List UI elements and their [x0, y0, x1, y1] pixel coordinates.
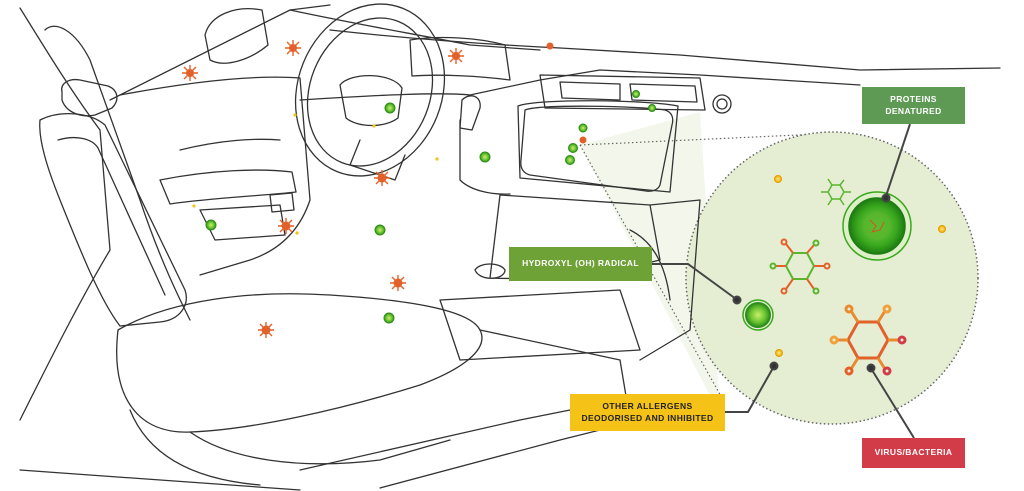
console-cupholder — [474, 263, 506, 279]
allergens-label: OTHER ALLERGENS DEODORISED AND INHIBITED — [570, 394, 725, 431]
seat-base — [129, 399, 621, 486]
leader-lines — [652, 123, 915, 439]
rear-seat — [19, 7, 111, 421]
infotainment-screen — [520, 105, 674, 192]
hydroxyl-radical-icon — [745, 302, 771, 328]
allergen-icon — [938, 225, 946, 233]
denatured-protein-strand — [869, 219, 885, 233]
seat-backrest-inner — [57, 137, 166, 296]
console-armrest — [439, 289, 641, 361]
dashboard-mid — [299, 69, 861, 101]
small-virus-icon — [821, 178, 851, 206]
hydroxyl-leader — [652, 263, 737, 300]
proteins-denatured-label: PROTEINS DENATURED — [862, 87, 965, 124]
vent-right — [629, 83, 698, 103]
floor-line — [19, 419, 641, 491]
proteins-leader — [885, 123, 911, 197]
vent-left — [559, 81, 621, 101]
dashboard-lower — [459, 119, 511, 195]
door-handle — [179, 138, 281, 151]
windshield-edge — [289, 9, 541, 51]
side-mirror — [204, 8, 269, 64]
steering-wheel-inner — [306, 17, 434, 167]
screen-bezel — [517, 100, 679, 193]
allergen-icon — [774, 175, 782, 183]
proteins-label-line2: DENATURED — [885, 105, 942, 116]
bacteria-particle — [186, 42, 587, 335]
hybrid-virus-icon — [769, 238, 831, 295]
dashboard-top — [329, 29, 1001, 71]
steering-column — [349, 139, 406, 181]
door-panel — [119, 76, 311, 276]
virus-label-text: VIRUS/BACTERIA — [874, 447, 953, 458]
instrument-cluster — [409, 36, 511, 81]
magnifier-circle — [685, 131, 979, 425]
hydroxyl-label-text: HYDROXYL (OH) RADICAL — [522, 258, 639, 269]
seat-cushion-side — [189, 431, 451, 465]
virus-bacteria-label: VIRUS/BACTERIA — [862, 438, 965, 468]
seat-backrest — [39, 113, 187, 327]
virus-leader — [871, 369, 915, 439]
bacteria-spikes — [182, 40, 464, 338]
virus-leader-dot — [866, 363, 876, 373]
door-switch — [269, 192, 295, 213]
allergen-dot — [192, 113, 439, 235]
bacteria-icon — [829, 304, 907, 376]
hydroxyl-leader-dot — [732, 295, 742, 305]
magnifier — [579, 112, 979, 425]
allergens-label-line2: DEODORISED AND INHIBITED — [581, 412, 714, 423]
radical-particle — [205, 90, 656, 324]
cabin-particles — [182, 40, 656, 338]
console-side — [639, 199, 701, 361]
steering-wheel-rim — [294, 3, 446, 177]
seat-back-outline — [44, 25, 191, 321]
car-line-art — [19, 3, 1001, 491]
gear-lever — [459, 95, 481, 131]
vent-knob-inner — [716, 98, 728, 110]
hydroxyl-radical-label: HYDROXYL (OH) RADICAL — [509, 247, 652, 281]
proteins-label-line1: PROTEINS — [890, 94, 937, 105]
seat-cushion — [116, 293, 483, 433]
hydroxyl-radical-ring — [742, 299, 774, 331]
vent-knob — [712, 94, 732, 114]
allergen-icon — [775, 349, 783, 357]
proteins-leader-dot — [881, 193, 891, 203]
allergens-label-line1: OTHER ALLERGENS — [602, 401, 693, 412]
allergens-leader-dot — [769, 361, 779, 371]
beam-line-upper — [579, 133, 821, 146]
steering-hub — [339, 74, 403, 127]
magnified-contents — [742, 175, 946, 376]
console-rail — [629, 229, 671, 301]
door-armrest — [159, 169, 297, 205]
air-vents — [539, 74, 706, 111]
protein-sphere-core — [863, 212, 891, 240]
allergens-leader — [725, 367, 774, 413]
